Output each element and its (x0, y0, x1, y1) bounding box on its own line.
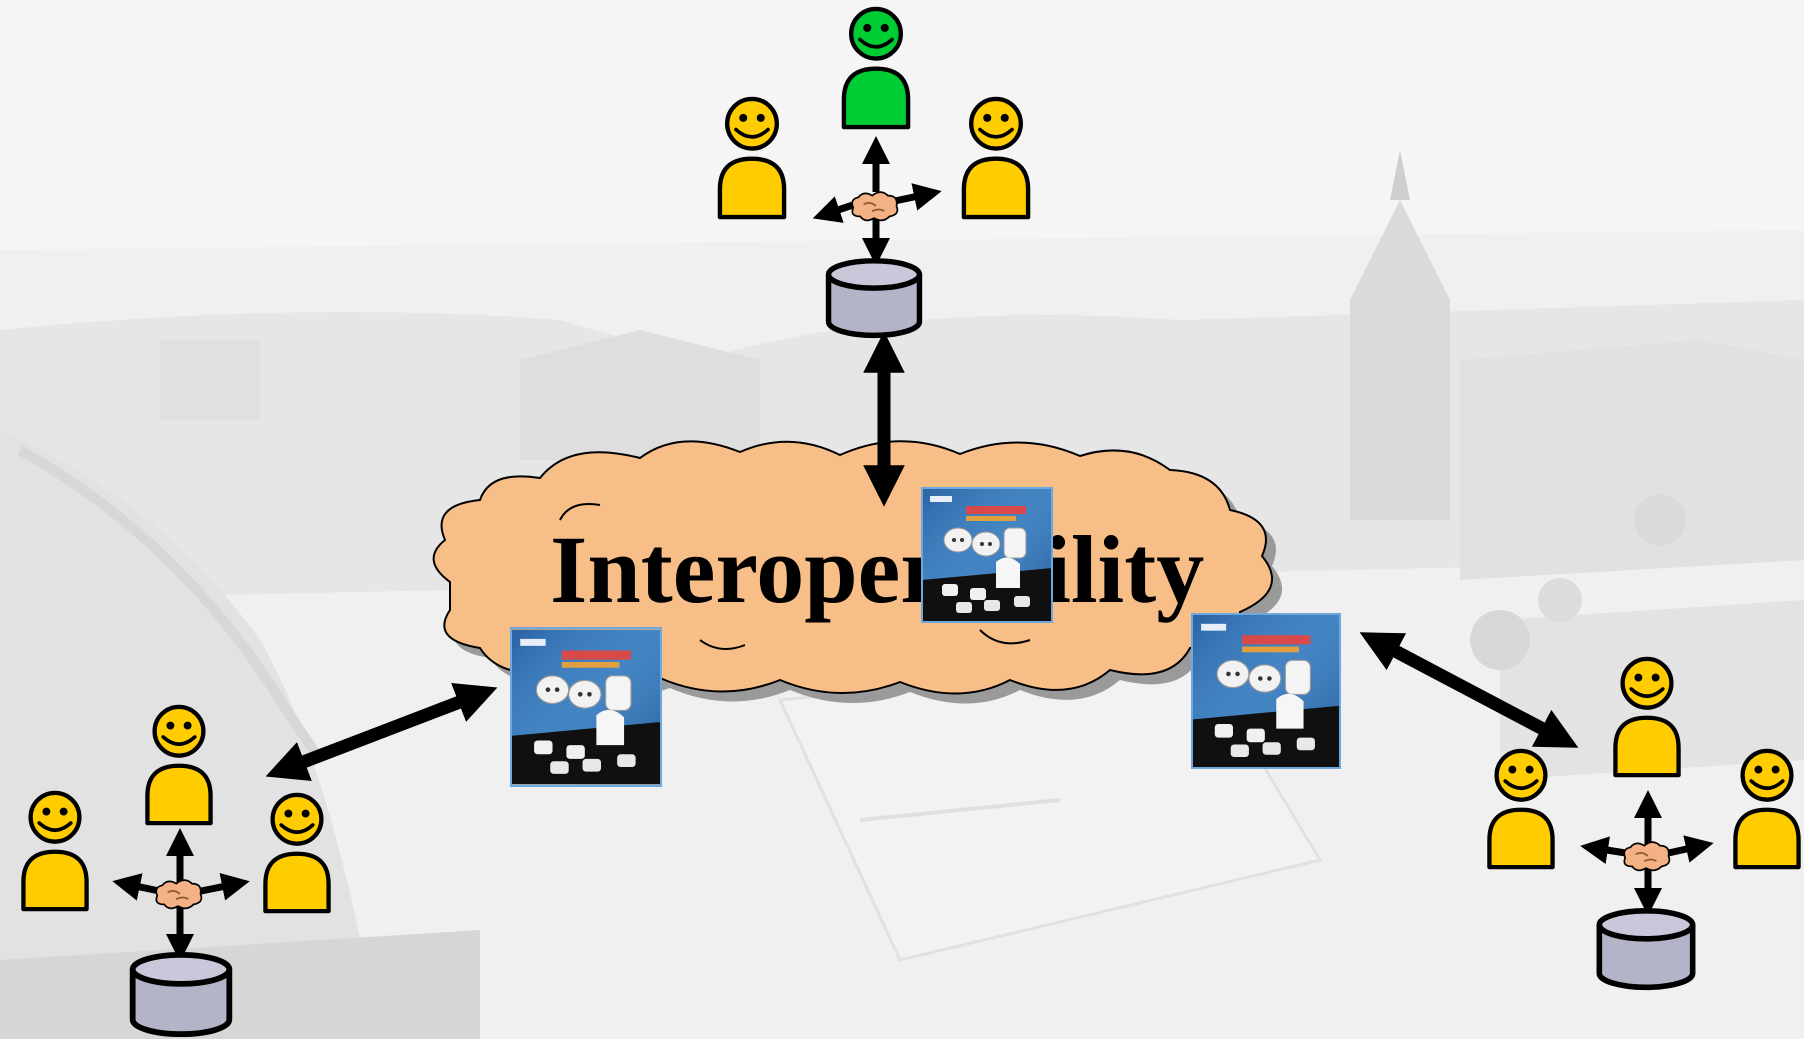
left-connector-arrow (265, 683, 498, 781)
left-right-arrow (195, 873, 250, 901)
product-frame-right (1191, 613, 1341, 769)
top-group (720, 9, 1028, 335)
right-group (1489, 659, 1798, 987)
product-image-right (1192, 614, 1340, 768)
left-handshake-icon (155, 879, 203, 910)
left-database-icon (133, 955, 230, 1034)
top-database-icon (829, 261, 920, 336)
product-image-left (511, 629, 661, 785)
interoperability-label: Interoperability (550, 516, 1204, 623)
right-connector-arrow (1359, 632, 1579, 748)
right-right-arrow (1663, 835, 1714, 863)
left-group (23, 707, 328, 1034)
product-frame-top (921, 487, 1053, 623)
product-image-top (922, 488, 1052, 622)
right-database-icon (1599, 911, 1692, 988)
product-frame-left (510, 627, 662, 787)
top-handshake-icon (851, 191, 899, 222)
right-handshake-icon (1623, 841, 1671, 872)
